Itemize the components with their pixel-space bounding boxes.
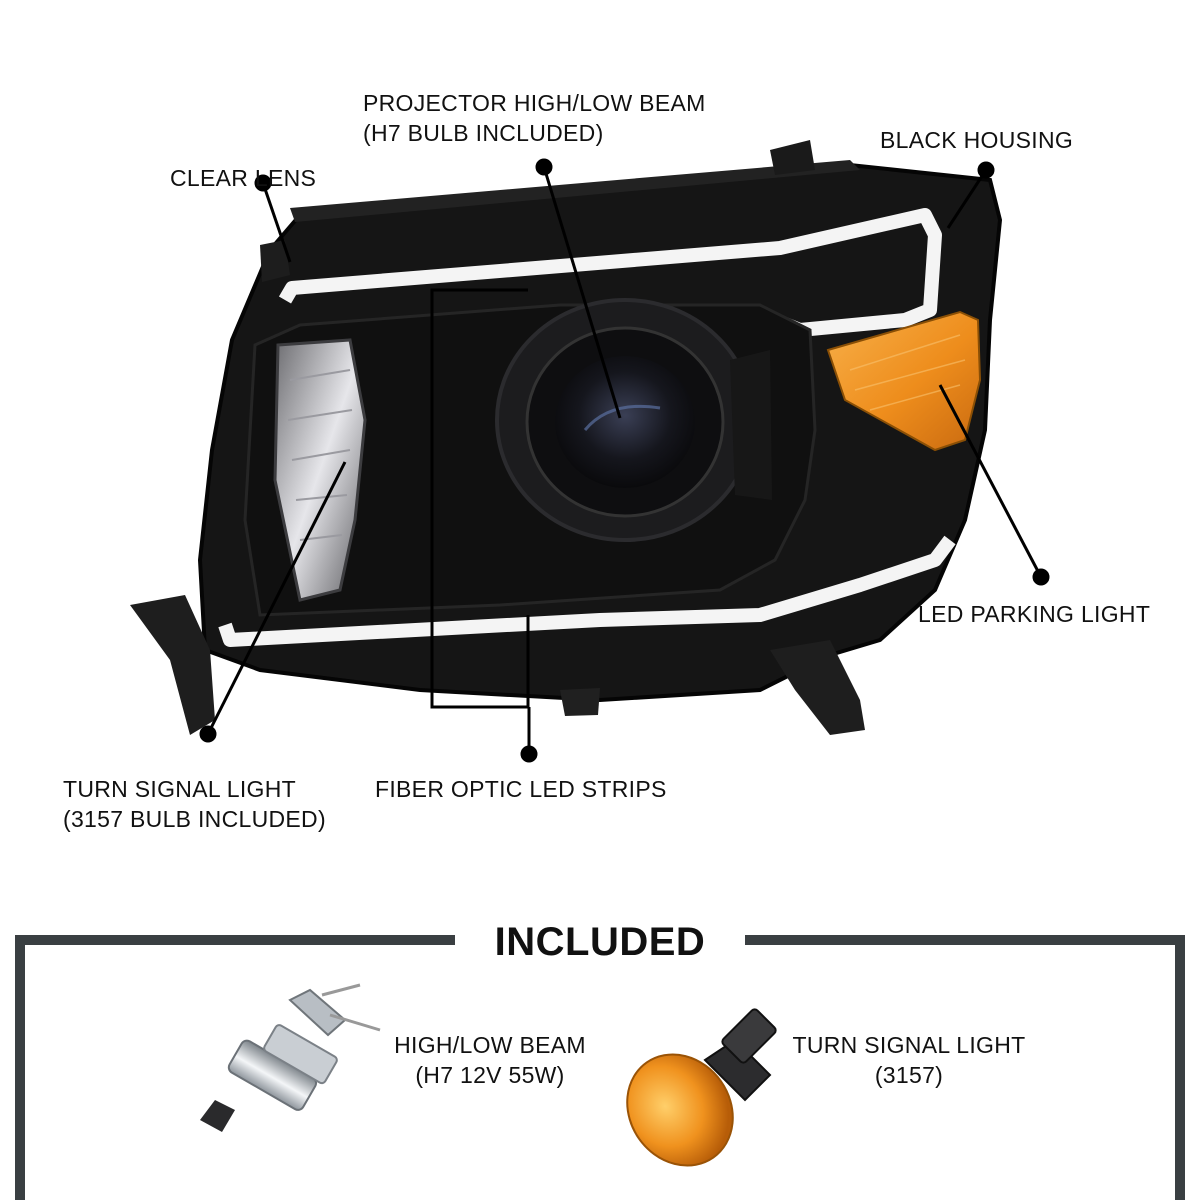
label-turn-signal: TURN SIGNAL LIGHT (3157 BULB INCLUDED) — [63, 776, 326, 832]
included-item-name: TURN SIGNAL LIGHT — [792, 1032, 1026, 1058]
included-title: INCLUDED — [494, 920, 706, 964]
included-frame — [15, 935, 1185, 1200]
callout-lines — [199, 158, 1050, 763]
label-fiber-optic: FIBER OPTIC LED STRIPS — [375, 776, 667, 802]
label-clear-lens: CLEAR LENS — [170, 165, 317, 191]
3157-amber-bulb-icon — [626, 1008, 777, 1167]
label-black-housing: BLACK HOUSING — [880, 127, 1074, 153]
included-item-3157: TURN SIGNAL LIGHT (3157) — [782, 1030, 1036, 1090]
label-led-parking: LED PARKING LIGHT — [918, 601, 1151, 627]
included-item-spec: (3157) — [874, 1062, 944, 1088]
projector-lens — [495, 298, 772, 542]
fiber-optic-bracket — [430, 288, 530, 709]
included-item-name: HIGH/LOW BEAM — [394, 1032, 586, 1058]
clear-turn-signal-lens — [273, 338, 367, 602]
included-item-spec: (H7 12V 55W) — [415, 1062, 565, 1088]
amber-parking-light — [826, 310, 982, 452]
label-projector: PROJECTOR HIGH/LOW BEAM (H7 BULB INCLUDE… — [363, 90, 706, 146]
h7-bulb-icon — [200, 983, 381, 1132]
included-item-h7: HIGH/LOW BEAM (H7 12V 55W) — [385, 1030, 595, 1090]
